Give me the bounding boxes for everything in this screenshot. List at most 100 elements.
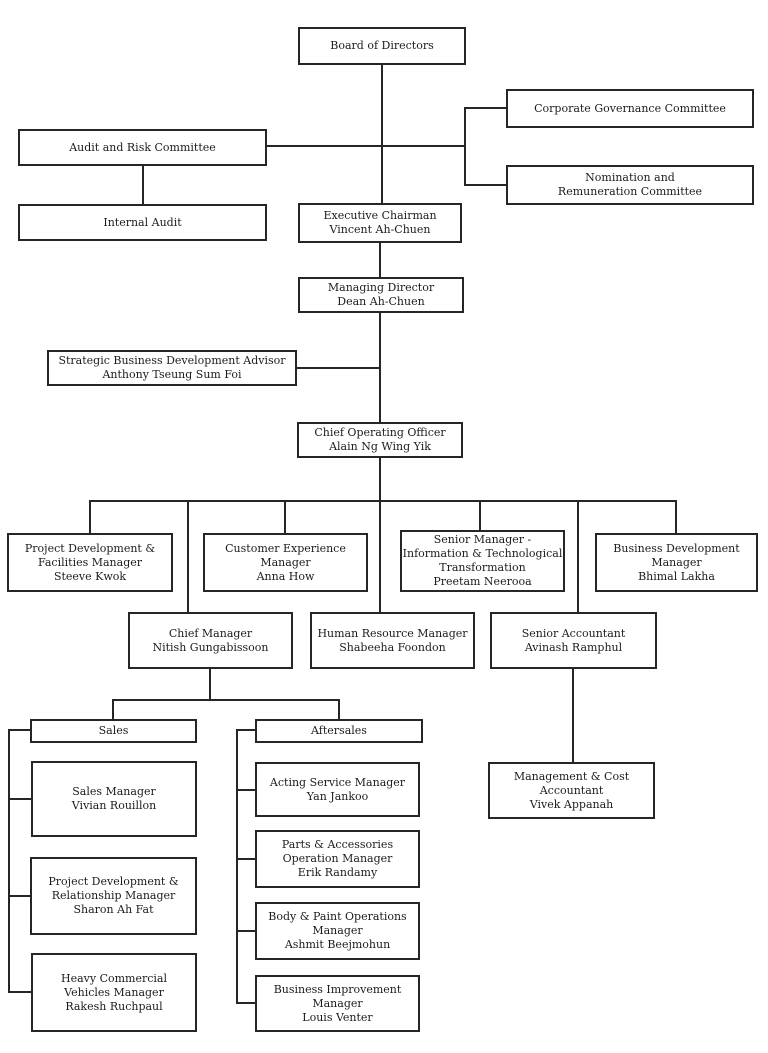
connector xyxy=(238,789,255,791)
node-heavy-commercial-vehicles-manager: Heavy Commercial Vehicles Manager Rakesh… xyxy=(31,953,197,1032)
connector xyxy=(10,729,30,731)
connector xyxy=(577,502,579,612)
node-project-development-facilities-manager: Project Development & Facilities Manager… xyxy=(7,533,173,592)
role-text: Relationship Manager xyxy=(51,889,176,902)
connector xyxy=(284,502,286,533)
role-text: Human Resource Manager xyxy=(317,626,468,640)
connector xyxy=(379,457,381,500)
node-sales-department: Sales xyxy=(30,719,197,743)
node-label: Board of Directors xyxy=(330,39,434,52)
connector xyxy=(187,502,189,612)
node-aftersales-department: Aftersales xyxy=(255,719,423,743)
role-text: Body & Paint Operations xyxy=(268,910,407,923)
role-text: Chief Operating Officer xyxy=(314,426,446,439)
connector xyxy=(464,107,466,186)
role-text: Accountant xyxy=(539,783,604,797)
role-text: Managing Director xyxy=(327,281,435,294)
person-name: Preetam Neerooa xyxy=(433,575,532,588)
node-label: Corporate Governance Committee xyxy=(534,101,726,115)
role-text: Acting Service Manager xyxy=(269,775,406,789)
role-text: Information & Technological xyxy=(402,547,563,560)
person-name: Nitish Gungabissoon xyxy=(152,640,269,654)
role-text: Business Development xyxy=(613,541,740,555)
node-label: Remuneration Committee xyxy=(557,185,703,198)
person-name: Louis Venter xyxy=(302,1010,373,1024)
connector xyxy=(236,729,238,1004)
node-business-development-manager: Business Development Manager Bhimal Lakh… xyxy=(595,533,758,592)
role-text: Business Improvement xyxy=(273,982,402,996)
role-text: Vehicles Manager xyxy=(64,985,164,999)
node-label: Audit and Risk Committee xyxy=(69,140,216,154)
node-internal-audit: Internal Audit xyxy=(18,204,267,241)
role-text: Facilities Manager xyxy=(37,555,143,569)
person-name: Vivian Rouillon xyxy=(71,799,157,812)
role-text: Project Development & xyxy=(24,541,156,555)
connector xyxy=(338,701,340,719)
node-audit-and-risk-committee: Audit and Risk Committee xyxy=(18,129,267,166)
connector xyxy=(10,991,31,993)
node-nomination-remuneration-committee: Nomination and Remuneration Committee xyxy=(506,165,754,205)
connector xyxy=(297,367,379,369)
person-name: Erik Randamy xyxy=(297,866,378,879)
connector xyxy=(10,895,30,897)
role-text: Customer Experience xyxy=(225,541,346,555)
connector xyxy=(238,729,255,731)
node-project-development-relationship-manager: Project Development & Relationship Manag… xyxy=(30,857,197,935)
node-sales-manager: Sales Manager Vivian Rouillon xyxy=(31,761,197,837)
role-text: Executive Chairman xyxy=(323,209,437,222)
person-name: Vincent Ah-Chuen xyxy=(329,223,431,236)
node-business-improvement-manager: Business Improvement Manager Louis Vente… xyxy=(255,975,420,1032)
connector xyxy=(479,502,481,530)
person-name: Ashmit Beejmohun xyxy=(284,938,391,951)
connector xyxy=(8,729,10,993)
node-management-cost-accountant: Management & Cost Accountant Vivek Appan… xyxy=(488,762,655,819)
person-name: Sharon Ah Fat xyxy=(73,903,154,916)
person-name: Vivek Appanah xyxy=(529,797,614,811)
node-label: Sales xyxy=(98,724,129,737)
node-acting-service-manager: Acting Service Manager Yan Jankoo xyxy=(255,762,420,817)
person-name: Alain Ng Wing Yik xyxy=(329,440,431,453)
connector xyxy=(464,107,506,109)
connector xyxy=(675,502,677,533)
role-text: Operation Manager xyxy=(282,852,393,865)
connector xyxy=(379,243,381,277)
person-name: Shabeeha Foondon xyxy=(339,640,446,654)
role-text: Chief Manager xyxy=(168,626,253,640)
role-text: Manager xyxy=(312,924,363,937)
role-text: Strategic Business Development Advisor xyxy=(58,354,286,367)
person-name: Rakesh Ruchpaul xyxy=(65,999,163,1013)
node-label: Aftersales xyxy=(311,724,367,737)
person-name: Avinash Ramphul xyxy=(524,640,623,654)
connector xyxy=(209,669,211,699)
person-name: Yan Jankoo xyxy=(306,789,369,803)
connector xyxy=(572,669,574,762)
node-chief-manager: Chief Manager Nitish Gungabissoon xyxy=(128,612,293,669)
node-managing-director: Managing Director Dean Ah-Chuen xyxy=(298,277,464,313)
connector xyxy=(379,312,381,422)
connector xyxy=(89,500,677,502)
connector xyxy=(381,65,383,203)
connector xyxy=(238,1002,255,1004)
role-text: Manager xyxy=(651,555,702,569)
connector xyxy=(142,165,144,204)
node-chief-operating-officer: Chief Operating Officer Alain Ng Wing Yi… xyxy=(297,422,463,458)
person-name: Anthony Tseung Sum Foi xyxy=(102,368,242,381)
connector xyxy=(266,145,466,147)
role-text: Parts & Accessories xyxy=(281,838,394,851)
connector xyxy=(238,930,255,932)
person-name: Anna How xyxy=(256,569,315,583)
connector xyxy=(112,699,340,701)
node-corporate-governance-committee: Corporate Governance Committee xyxy=(506,89,754,128)
connector xyxy=(379,502,381,612)
node-customer-experience-manager: Customer Experience Manager Anna How xyxy=(203,533,368,592)
role-text: Sales Manager xyxy=(72,785,156,798)
role-text: Manager xyxy=(260,555,311,569)
node-body-paint-operations-manager: Body & Paint Operations Manager Ashmit B… xyxy=(255,902,420,960)
node-label: Internal Audit xyxy=(103,215,182,229)
connector xyxy=(238,858,255,860)
connector xyxy=(464,184,506,186)
node-label: Nomination and xyxy=(585,171,675,184)
node-executive-chairman: Executive Chairman Vincent Ah-Chuen xyxy=(298,203,462,243)
connector xyxy=(10,798,31,800)
